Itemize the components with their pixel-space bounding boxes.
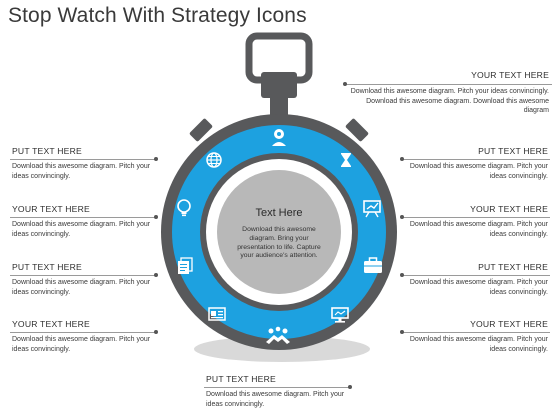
block-body: Download this awesome diagram. Pitch you… bbox=[12, 221, 151, 238]
block-heading: PUT TEXT HERE bbox=[206, 374, 276, 384]
connector-line bbox=[344, 84, 552, 85]
connector-dot bbox=[400, 215, 404, 219]
connector-dot bbox=[400, 330, 404, 334]
block-heading: PUT TEXT HERE bbox=[478, 262, 548, 272]
center-heading: Text Here bbox=[255, 207, 303, 219]
block-heading: YOUR TEXT HERE bbox=[470, 319, 548, 329]
connector-dot bbox=[400, 273, 404, 277]
briefcase-icon bbox=[364, 257, 382, 273]
documents-icon bbox=[178, 257, 193, 274]
block-body: Download this awesome diagram. Pitch you… bbox=[409, 163, 548, 180]
block-body: Download this awesome diagram. Pitch you… bbox=[409, 279, 548, 296]
text-block-left-4: YOUR TEXT HERE Download this awesome dia… bbox=[12, 319, 162, 354]
stopwatch-side-buttons bbox=[189, 118, 369, 142]
connector-dot bbox=[348, 385, 352, 389]
text-block-right-3: PUT TEXT HERE Download this awesome diag… bbox=[398, 262, 548, 297]
center-body-text: Download this awesome diagram. Bring you… bbox=[237, 226, 321, 260]
text-block-top-right: YOUR TEXT HERE Download this awesome dia… bbox=[344, 70, 549, 116]
connector-line bbox=[10, 275, 156, 276]
block-heading: YOUR TEXT HERE bbox=[12, 204, 90, 214]
globe-icon bbox=[206, 152, 222, 168]
block-body: Download this awesome diagram. Pitch you… bbox=[12, 279, 151, 296]
connector-line bbox=[402, 159, 550, 160]
chart-board-icon bbox=[363, 200, 381, 218]
handshake-icon bbox=[266, 326, 290, 344]
block-body: Download this awesome diagram. Pitch you… bbox=[12, 336, 151, 353]
connector-line bbox=[10, 159, 156, 160]
text-block-right-2: YOUR TEXT HERE Download this awesome dia… bbox=[398, 204, 548, 239]
block-heading: PUT TEXT HERE bbox=[12, 262, 82, 272]
block-heading: PUT TEXT HERE bbox=[12, 146, 82, 156]
text-block-left-2: YOUR TEXT HERE Download this awesome dia… bbox=[12, 204, 162, 239]
text-block-right-4: YOUR TEXT HERE Download this awesome dia… bbox=[398, 319, 548, 354]
hourglass-icon bbox=[341, 153, 351, 167]
block-body: Download this awesome diagram. Pitch you… bbox=[409, 336, 548, 353]
monitor-icon bbox=[331, 307, 349, 323]
page-title: Stop Watch With Strategy Icons bbox=[8, 4, 307, 27]
connector-dot bbox=[154, 215, 158, 219]
connector-dot bbox=[400, 157, 404, 161]
connector-line bbox=[402, 275, 550, 276]
text-block-right-1: PUT TEXT HERE Download this awesome diag… bbox=[398, 146, 548, 181]
connector-line bbox=[10, 332, 156, 333]
connector-line bbox=[204, 387, 350, 388]
center-disc bbox=[217, 170, 341, 294]
block-heading: YOUR TEXT HERE bbox=[471, 70, 549, 80]
id-card-icon bbox=[208, 307, 226, 321]
connector-line bbox=[10, 217, 156, 218]
connector-dot bbox=[343, 82, 347, 86]
stopwatch-handle bbox=[245, 32, 313, 116]
text-block-left-3: PUT TEXT HERE Download this awesome diag… bbox=[12, 262, 162, 297]
block-body: Download this awesome diagram. Pitch you… bbox=[12, 163, 151, 180]
block-body: Download this awesome diagram. Pitch you… bbox=[206, 391, 345, 408]
block-body: Download this awesome diagram. Pitch you… bbox=[409, 221, 548, 238]
connector-dot bbox=[154, 330, 158, 334]
gear-person-icon bbox=[272, 129, 286, 146]
connector-line bbox=[402, 217, 550, 218]
connector-dot bbox=[154, 157, 158, 161]
block-heading: PUT TEXT HERE bbox=[478, 146, 548, 156]
connector-dot bbox=[154, 273, 158, 277]
lightbulb-icon bbox=[177, 199, 191, 217]
text-block-left-1: PUT TEXT HERE Download this awesome diag… bbox=[12, 146, 162, 181]
block-body: Download this awesome diagram. Pitch you… bbox=[350, 88, 549, 115]
text-block-bottom: PUT TEXT HERE Download this awesome diag… bbox=[206, 374, 356, 409]
block-heading: YOUR TEXT HERE bbox=[470, 204, 548, 214]
block-heading: YOUR TEXT HERE bbox=[12, 319, 90, 329]
connector-line bbox=[402, 332, 550, 333]
